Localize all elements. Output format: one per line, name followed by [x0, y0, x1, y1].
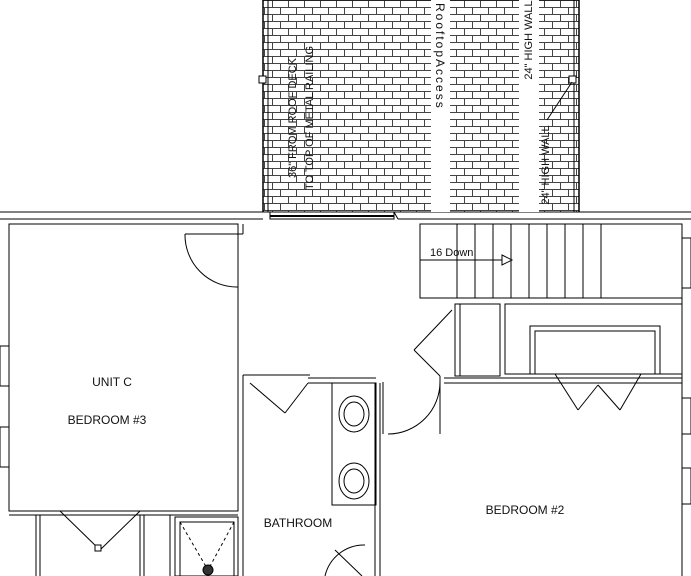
- railing-post-left: [258, 75, 267, 84]
- vanity-counter: [331, 382, 377, 506]
- stairs: [419, 223, 691, 505]
- shower: [174, 516, 239, 576]
- wall-leader-line: [546, 81, 573, 121]
- roof-deck: 36" FROM ROOF DECK TO TOP OF METAL RAILI…: [258, 0, 580, 213]
- railing-note-line2: TO TOP OF METAL RAILING: [304, 46, 316, 190]
- unit-label: UNIT C: [92, 375, 132, 389]
- railing-post-right: [568, 75, 577, 84]
- bedroom-3: [0, 223, 244, 552]
- hallway-door: [382, 309, 453, 435]
- shower-drain-icon: [202, 564, 214, 576]
- rooftop-access-label: RooftopAccess: [433, 3, 447, 110]
- sink-upper-icon: [338, 395, 370, 433]
- bedroom-3-entry-door: [184, 233, 239, 288]
- window-right-2: [681, 397, 691, 435]
- sink-lower-icon: [338, 462, 370, 500]
- high-wall-strip: [519, 0, 539, 212]
- window-right-1: [681, 237, 691, 289]
- exterior-walls: [0, 211, 691, 220]
- closet-bottom-left: [9, 514, 238, 576]
- window-left-lower: [0, 426, 10, 468]
- closet-bedroom-2: [504, 303, 683, 411]
- bathroom-label: BATHROOM: [264, 516, 332, 530]
- stairs-down-label: 16 Down: [430, 247, 473, 259]
- window-left-upper: [0, 345, 10, 387]
- roof-access-door: [269, 211, 395, 220]
- bathroom: [237, 374, 381, 576]
- rooftop-access-strip: [431, 0, 450, 212]
- high-wall-label-bottom: 24" HIGH WALL: [540, 125, 552, 204]
- high-wall-label-top: 24" HIGH WALL: [523, 0, 535, 79]
- bedroom-2: [439, 298, 683, 576]
- railing-note-line1: 36" FROM ROOF DECK: [287, 57, 299, 178]
- window-right-3: [681, 467, 691, 505]
- bedroom-2-label: BEDROOM #2: [486, 503, 565, 517]
- bedroom-3-label: BEDROOM #3: [68, 413, 147, 427]
